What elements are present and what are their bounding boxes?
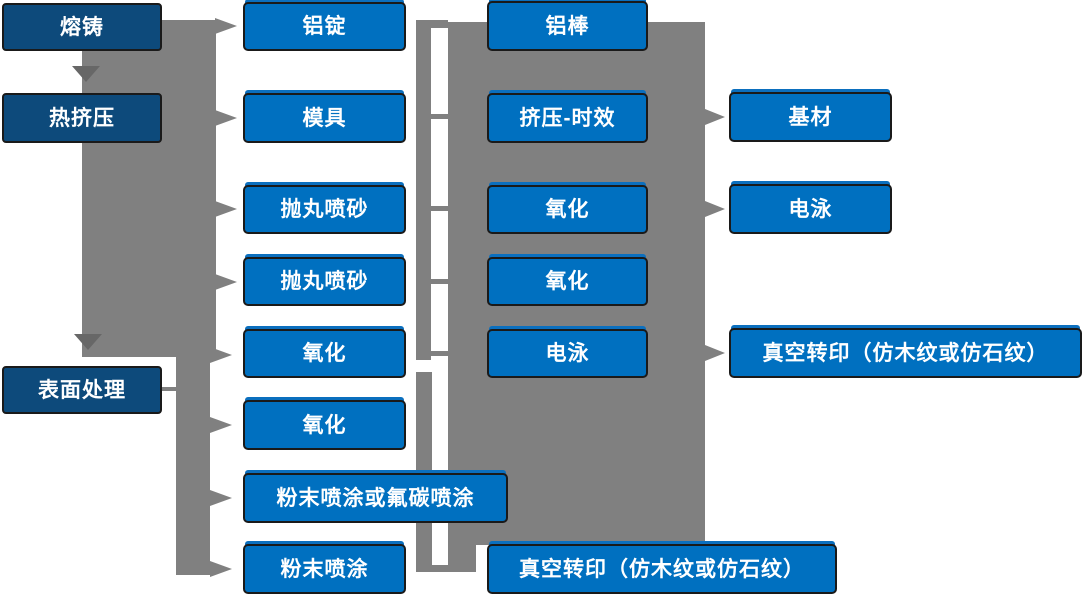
node-label: 表面处理 <box>38 378 126 402</box>
node-label: 热挤压 <box>49 106 115 130</box>
node-label: 氧化 <box>545 198 590 221</box>
node-label: 挤压-时效 <box>519 106 616 130</box>
connector-tick-row2 <box>431 114 448 119</box>
node-vacuum-transfer-right: 真空转印（仿木纹或仿石纹） <box>729 328 1082 378</box>
node-powder-coating: 粉末喷涂 <box>243 544 406 594</box>
node-label: 抛丸喷砂 <box>280 270 369 293</box>
connector-band-left-narrow <box>176 340 210 575</box>
node-label: 粉末喷涂 <box>280 557 369 581</box>
node-electrophoresis-2: 电泳 <box>729 184 892 234</box>
connector-tick-bottom <box>432 565 448 572</box>
arrow-down-to-hot-extrusion <box>72 66 100 82</box>
node-label: 真空转印（仿木纹或仿石纹） <box>519 557 805 581</box>
arrow-to-aluminum-ingot <box>215 18 237 34</box>
node-shot-blasting-1: 抛丸喷砂 <box>243 185 406 234</box>
arrow-to-powder-coating <box>210 561 232 577</box>
arrow-to-shot-blasting-1 <box>215 201 237 217</box>
node-label: 真空转印（仿木纹或仿石纹） <box>762 341 1049 365</box>
node-extrusion-aging: 挤压-时效 <box>487 93 648 143</box>
arrow-down-to-surface-treatment <box>74 334 102 350</box>
node-label: 基材 <box>788 105 833 129</box>
node-shot-blasting-2: 抛丸喷砂 <box>243 257 406 306</box>
node-oxidation-2: 氧化 <box>243 400 406 450</box>
node-electrophoresis-1: 电泳 <box>487 329 648 378</box>
arrow-to-mold <box>215 110 237 126</box>
connector-tick-row3 <box>431 206 448 211</box>
node-label: 氧化 <box>302 413 347 437</box>
node-vacuum-transfer-bottom: 真空转印（仿木纹或仿石纹） <box>487 544 837 594</box>
node-label: 铝锭 <box>302 15 347 38</box>
connector-surface-link <box>162 387 177 391</box>
connector-tick-row4 <box>431 279 448 284</box>
connector-bar-mid-upper <box>416 20 431 360</box>
arrow-to-shot-blasting-2 <box>215 274 237 290</box>
arrow-to-oxidation-2 <box>210 417 232 433</box>
node-powder-or-fluorocarbon: 粉末喷涂或氟碳喷涂 <box>243 473 508 523</box>
node-label: 抛丸喷砂 <box>280 198 369 221</box>
node-label: 氧化 <box>302 342 347 365</box>
node-mold: 模具 <box>243 93 406 143</box>
node-substrate: 基材 <box>729 92 892 142</box>
arrow-to-vacuum-transfer-right <box>705 345 725 361</box>
node-label: 铝棒 <box>545 14 590 38</box>
node-oxidation-1: 氧化 <box>243 329 406 378</box>
arrow-to-electrophoresis-2 <box>705 201 725 217</box>
node-hot-extrusion: 热挤压 <box>2 93 162 143</box>
connector-bar-mid-lower <box>416 372 432 572</box>
connector-band-left-wide <box>82 20 216 357</box>
node-label: 粉末喷涂或氟碳喷涂 <box>276 486 475 510</box>
node-label: 熔铸 <box>60 15 104 39</box>
node-label: 电泳 <box>788 197 833 221</box>
node-surface-treatment: 表面处理 <box>2 366 162 414</box>
arrow-to-oxidation-1 <box>210 347 232 363</box>
node-oxidation-3: 氧化 <box>487 185 648 234</box>
node-label: 氧化 <box>545 270 590 293</box>
node-melting: 熔铸 <box>2 3 162 51</box>
node-aluminum-ingot: 铝锭 <box>243 2 406 51</box>
arrow-to-substrate <box>705 109 725 125</box>
node-aluminum-rod: 铝棒 <box>487 1 648 51</box>
arrow-to-powder-or-fluorocarbon <box>210 490 232 506</box>
node-label: 模具 <box>302 106 347 130</box>
node-oxidation-4: 氧化 <box>487 257 648 306</box>
connector-bar-mid-top-link <box>416 20 448 28</box>
node-label: 电泳 <box>545 342 590 365</box>
connector-tick-row5 <box>431 351 448 356</box>
connector-block-bottom-strip <box>448 545 476 572</box>
